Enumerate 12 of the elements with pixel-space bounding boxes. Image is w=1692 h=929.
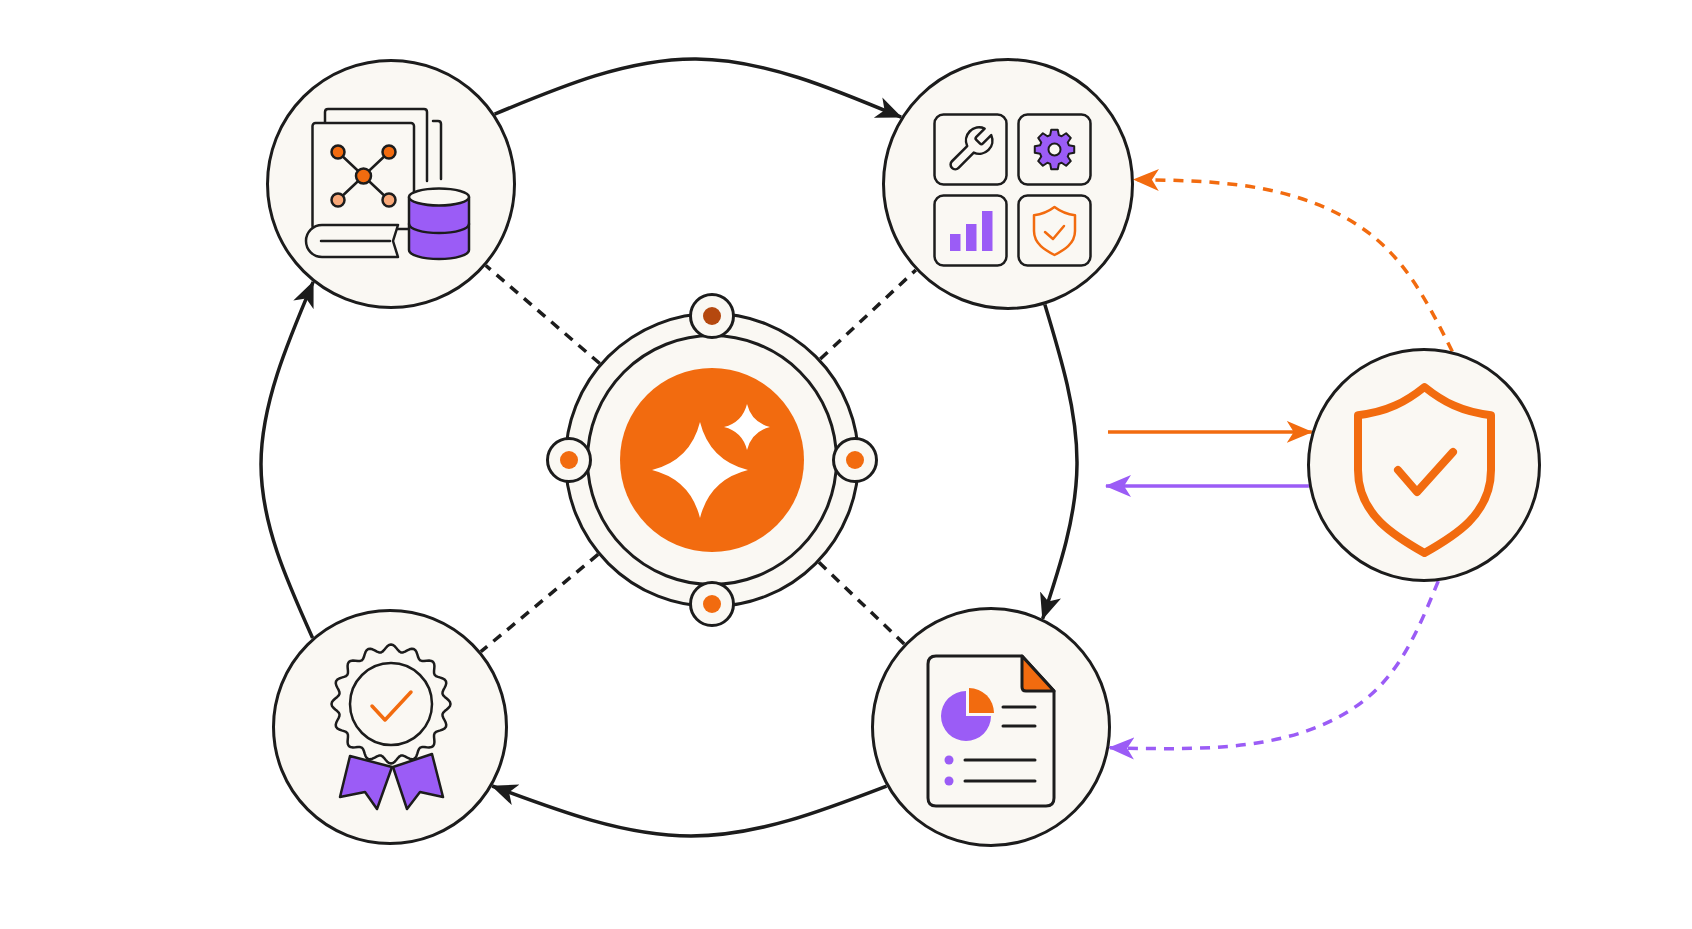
dashed-line xyxy=(819,268,918,361)
arrow xyxy=(1108,420,1313,443)
arrow xyxy=(493,57,903,119)
dashed-line xyxy=(479,553,600,654)
arrow xyxy=(1105,475,1309,497)
dashed-line xyxy=(484,264,601,365)
dashed-arrow xyxy=(1132,168,1454,353)
arrow xyxy=(491,784,888,838)
arrow xyxy=(259,280,315,639)
dashed-line xyxy=(817,561,906,646)
arrow xyxy=(1040,304,1079,620)
dashed-arrow xyxy=(1108,580,1440,760)
